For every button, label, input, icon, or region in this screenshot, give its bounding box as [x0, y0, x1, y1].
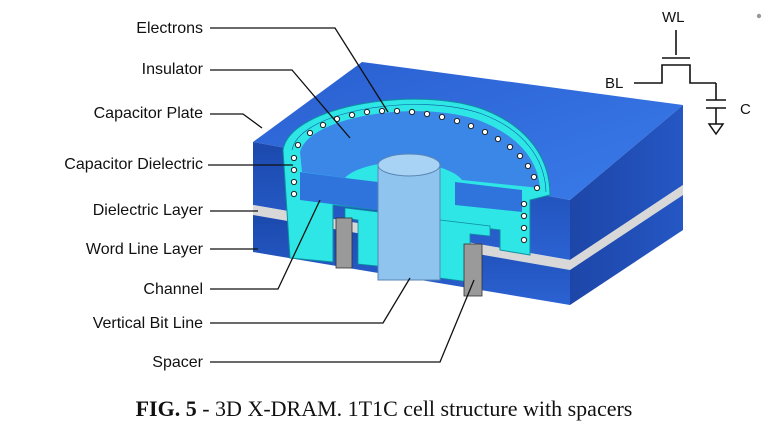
- figure-caption: FIG. 5 - 3D X-DRAM. 1T1C cell structure …: [0, 396, 768, 422]
- circuit-c-label: C: [740, 101, 751, 118]
- electrons: [290, 107, 541, 244]
- transistor-channel: [634, 64, 716, 84]
- circuit-bl-label: BL: [605, 75, 623, 92]
- label-capacitor-dielectric: Capacitor Dielectric: [64, 156, 203, 173]
- leader-channel: [210, 199, 321, 290]
- label-spacer: Spacer: [152, 354, 203, 371]
- label-vertical-bit-line: Vertical Bit Line: [93, 315, 203, 332]
- ground-icon: [707, 123, 725, 136]
- insulator-disk: [300, 111, 540, 188]
- circuit-wl-label: WL: [662, 9, 685, 26]
- label-insulator: Insulator: [142, 61, 204, 78]
- leader-capacitor-plate: [210, 113, 263, 129]
- leader-spacer: [210, 279, 475, 363]
- electron-ring: [291, 104, 547, 193]
- block-right-upper: [570, 105, 683, 260]
- labels: Electrons Insulator Capacitor Plate Capa…: [64, 20, 475, 371]
- block-right-dielectric: [570, 185, 683, 270]
- label-electrons: Electrons: [136, 20, 203, 37]
- vertical-bit-line-pillar: [377, 164, 441, 281]
- leader-vertical-bit-line: [210, 277, 411, 324]
- block-right-lower: [570, 195, 683, 305]
- spacer-right: [463, 243, 483, 297]
- label-capacitor-plate: Capacitor Plate: [94, 105, 203, 122]
- vertical-bit-line-top: [377, 153, 441, 177]
- label-channel: Channel: [143, 281, 203, 298]
- leader-insulator: [210, 69, 351, 139]
- label-dielectric-layer: Dielectric Layer: [93, 202, 204, 219]
- spacer-left: [335, 217, 353, 269]
- leader-electrons: [210, 27, 389, 113]
- label-word-line-layer: Word Line Layer: [86, 241, 204, 258]
- figure-caption-text: - 3D X-DRAM. 1T1C cell structure with sp…: [196, 396, 633, 421]
- insulator-front-right: [455, 182, 522, 212]
- circuit-1t1c: WL BL C: [605, 9, 762, 136]
- figure-number: FIG. 5: [135, 396, 197, 421]
- cell-cross-section: [282, 98, 551, 297]
- stray-dot: [756, 13, 762, 19]
